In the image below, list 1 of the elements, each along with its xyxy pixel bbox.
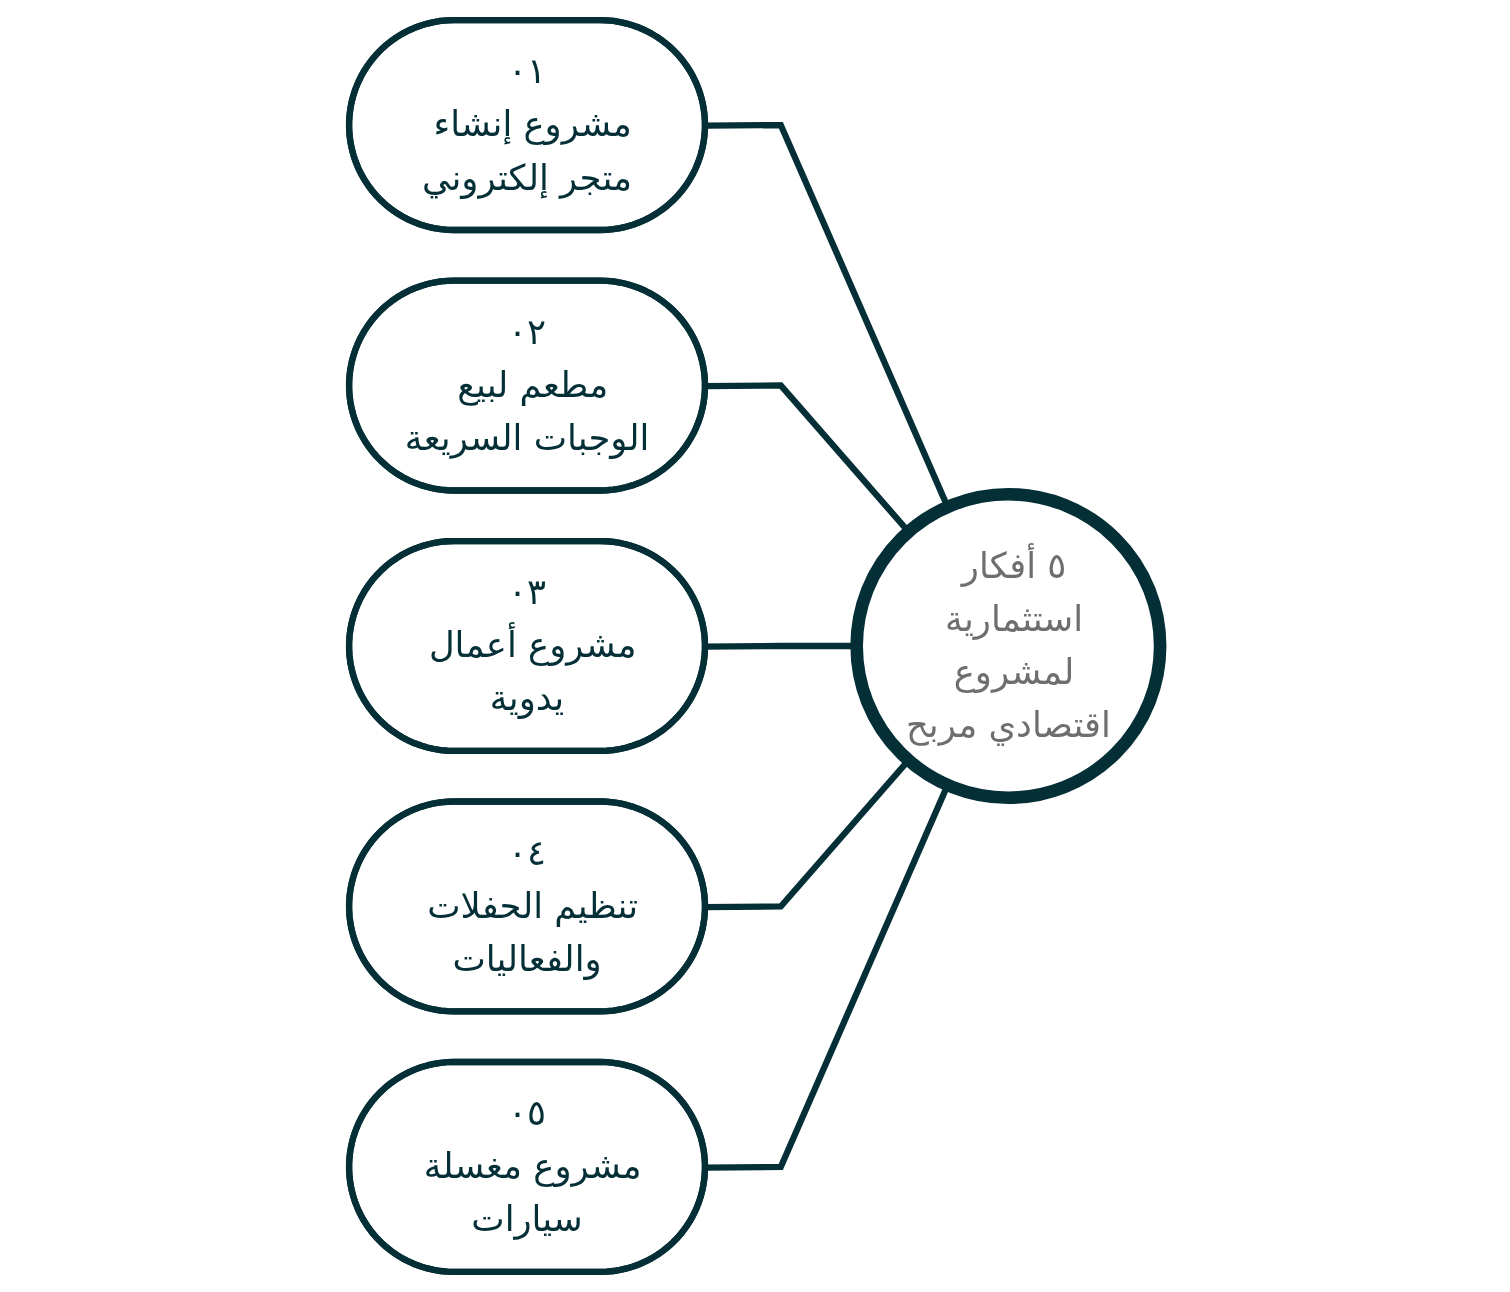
node-circle: ٥ أفكار استثمارية لمشروع اقتصادي مربح	[850, 487, 1167, 805]
